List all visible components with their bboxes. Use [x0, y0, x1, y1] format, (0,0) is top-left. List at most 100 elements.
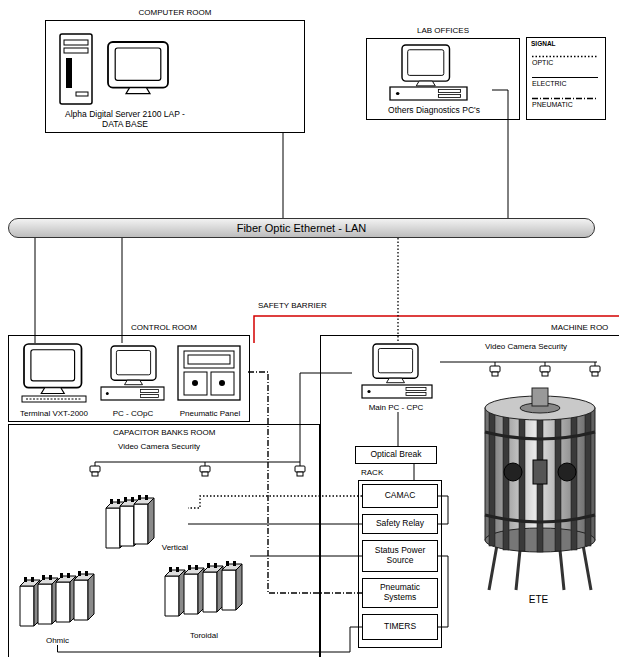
room-box: CAPACITOR BANKS ROOM Video Camera Securit…	[8, 424, 320, 657]
room-box: LAB OFFICESOthers Diagnostics PC's	[366, 38, 520, 120]
computer-node: Alpha Digital Server 2100 LAP - DATA BAS…	[65, 38, 185, 130]
safety-barrier-line	[254, 316, 619, 343]
legend-item: ELECTRIC	[532, 75, 602, 88]
legend-sample-line	[532, 77, 598, 78]
legend-text: PNEUMATIC	[532, 101, 602, 109]
main-pc-icon	[373, 344, 418, 383]
electric-link	[414, 464, 415, 480]
pc-icon	[111, 346, 156, 385]
tokamak-illustration	[585, 404, 591, 546]
electric-link	[188, 524, 362, 525]
pneumatic-panel-icon	[184, 372, 207, 395]
computer-node: PC - COpC	[98, 343, 168, 418]
capacitor-bank	[74, 571, 94, 620]
capacitor-node-label: Vertical	[162, 543, 188, 552]
server-computer-icon	[66, 58, 72, 88]
electric-link	[438, 556, 448, 627]
camera-row	[95, 462, 300, 463]
server-computer-icon	[64, 48, 88, 53]
pc-icon	[101, 387, 164, 400]
pneumatic-panel-icon	[211, 372, 234, 395]
server-computer-icon	[60, 34, 168, 104]
room-heading: CONTROL ROOM	[131, 323, 197, 332]
legend-text: ELECTRIC	[532, 80, 602, 88]
capacitor-node-label: Toroidal	[190, 631, 218, 640]
main-pc-icon	[362, 344, 432, 398]
terminal-icon	[26, 399, 82, 400]
tokamak-illustration	[485, 432, 595, 522]
camera-group-label: Video Camera Security	[485, 342, 605, 351]
rack-module-label: Status Power Source	[365, 546, 435, 566]
electric-link	[250, 556, 362, 557]
electric-link	[58, 627, 363, 652]
optic-link	[188, 496, 362, 508]
capacitor-node: Vertical	[105, 498, 188, 552]
terminal-icon	[24, 344, 82, 393]
rack-module: Status Power Source	[362, 540, 438, 572]
legend-sample-line	[532, 56, 598, 57]
room-heading: RACK	[361, 468, 383, 477]
tokamak-illustration	[485, 388, 595, 590]
pneumatic-panel-icon	[192, 380, 198, 386]
legend-sample-line	[532, 98, 598, 99]
camera-row	[300, 442, 301, 462]
tokamak-illustration	[558, 463, 576, 481]
panel-node-label: Pneumatic Panel	[180, 409, 240, 418]
room-heading: COMPUTER ROOM	[46, 8, 304, 17]
capacitor-node-label: Ohmic	[46, 636, 69, 645]
capacitor-bank	[134, 495, 154, 544]
terminal-icon	[22, 344, 86, 402]
camera-group: Video Camera Security	[88, 442, 305, 480]
electric-link	[492, 90, 508, 218]
network-band-label: Fiber Optic Ethernet - LAN	[237, 222, 367, 235]
server-computer-icon	[64, 40, 88, 45]
camera-row	[90, 462, 100, 476]
legend-box: OPTIC ELECTRIC PNEUMATIC	[526, 37, 606, 120]
process-box: Optical Break	[355, 446, 437, 464]
panel-node: Pneumatic Panel	[172, 343, 248, 418]
legend-text: OPTIC	[532, 59, 602, 67]
pneumatic-panel-icon	[178, 346, 240, 400]
legend-heading: SIGNAL	[531, 40, 556, 47]
room-box: COMPUTER ROOMAlpha Digital Server 2100 L…	[45, 20, 305, 133]
computer-node: Others Diagnostics PC's	[376, 44, 492, 116]
computer-node: Terminal VXT-2000	[12, 343, 96, 418]
computer-node-label: PC - COpC	[113, 409, 153, 418]
room-heading: MACHINE ROO	[551, 323, 608, 332]
tokamak-illustration	[489, 404, 495, 546]
lab-pc-icon	[390, 87, 467, 100]
electric-link	[283, 133, 284, 218]
electric-link	[122, 238, 123, 343]
camera-group: Video Camera Security	[455, 342, 605, 380]
electric-link	[440, 362, 455, 363]
legend-item: OPTIC	[532, 54, 602, 67]
rack-module-label: Safety Relay	[376, 519, 424, 529]
rack-module-label: Pneumatic Systems	[365, 583, 435, 603]
pneumatic-link	[248, 372, 362, 593]
camera-row	[455, 362, 597, 363]
capacitor-node: Ohmic	[15, 568, 100, 645]
rack-module: CAMAC	[362, 484, 438, 508]
camera-group-label: Video Camera Security	[118, 442, 305, 451]
process-box-label: Optical Break	[370, 450, 421, 460]
camera-row	[540, 362, 550, 376]
legend-item: PNEUMATIC	[532, 96, 602, 109]
tokamak-node: ETE	[465, 385, 612, 605]
pneumatic-panel-icon	[178, 346, 240, 400]
rack-module-label: CAMAC	[385, 491, 416, 501]
pneumatic-panel-icon	[219, 380, 225, 386]
capacitor-bank	[222, 561, 242, 610]
lab-pc-icon	[402, 45, 450, 86]
computer-node-label: Others Diagnostics PC's	[388, 106, 480, 116]
electric-link	[438, 496, 448, 524]
room-box-label: CAPACITOR BANKS ROOM	[113, 428, 319, 437]
camera-row	[490, 362, 500, 376]
computer-node-label: Alpha Digital Server 2100 LAP - DATA BAS…	[65, 110, 185, 130]
server-computer-icon	[60, 34, 92, 104]
tokamak-node-label: ETE	[529, 594, 548, 606]
rack-module-label: TIMERS	[384, 622, 416, 632]
room-box: CONTROL ROOMTerminal VXT-2000PC - COpCPn…	[8, 335, 250, 422]
main-pc-icon	[362, 385, 432, 398]
computer-node-label: Main PC - CPC	[369, 403, 424, 412]
rack-box: RACKCAMACSafety RelayStatus Power Source…	[358, 480, 442, 648]
